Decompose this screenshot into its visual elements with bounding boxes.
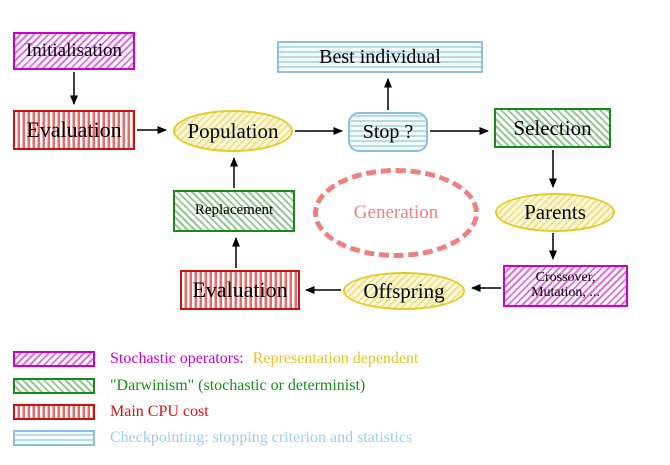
- node-parents: Parents: [495, 193, 615, 232]
- node-population: Population: [173, 110, 293, 152]
- node-crossover-line2: Mutation, ...: [531, 285, 600, 300]
- node-parents-label: Parents: [524, 200, 586, 225]
- node-initialisation-label: Initialisation: [25, 40, 123, 62]
- legend-label-cpu-cost: Main CPU cost: [110, 402, 209, 420]
- node-selection: Selection: [494, 108, 611, 148]
- node-offspring: Offspring: [343, 272, 465, 310]
- node-replacement: Replacement: [173, 190, 295, 232]
- generation-loop-ellipse: Generation: [313, 168, 479, 258]
- legend-row-darwinism: "Darwinism" (stochastic or determinist): [13, 377, 365, 394]
- node-selection-label: Selection: [513, 115, 592, 140]
- node-stop-label: Stop ?: [362, 120, 414, 143]
- legend-label-checkpointing: Checkpointing: stopping criterion and st…: [110, 428, 413, 446]
- legend-row-checkpointing: Checkpointing: stopping criterion and st…: [13, 429, 412, 446]
- legend-swatch-cyan-stripes: [13, 429, 95, 446]
- legend-label-representation: Representation dependent: [252, 349, 419, 367]
- node-best-individual-label: Best individual: [319, 45, 441, 68]
- node-population-label: Population: [187, 118, 279, 143]
- legend-swatch-red-stripes: [13, 403, 95, 420]
- node-evaluation-bottom: Evaluation: [180, 270, 300, 310]
- node-evaluation-top: Evaluation: [13, 110, 135, 150]
- node-crossover-mutation: Crossover, Mutation, ...: [503, 265, 628, 307]
- node-crossover-line1: Crossover,: [535, 270, 596, 286]
- node-evaluation-bottom-label: Evaluation: [192, 277, 288, 303]
- legend-text-stochastic: Stochastic operators: Representation depe…: [110, 350, 418, 368]
- legend-row-cpu-cost: Main CPU cost: [13, 403, 209, 420]
- node-stop: Stop ?: [348, 112, 428, 152]
- node-best-individual: Best individual: [277, 41, 483, 73]
- node-offspring-label: Offspring: [363, 278, 445, 303]
- generation-label: Generation: [353, 202, 439, 224]
- node-evaluation-top-label: Evaluation: [26, 117, 122, 143]
- legend-row-stochastic: Stochastic operators: Representation depe…: [13, 350, 418, 367]
- node-initialisation: Initialisation: [13, 32, 135, 70]
- node-replacement-label: Replacement: [194, 202, 274, 219]
- legend-swatch-magenta-hatch: [13, 350, 95, 367]
- legend-label-darwinism: "Darwinism" (stochastic or determinist): [110, 376, 366, 394]
- legend-label-stochastic: Stochastic operators:: [110, 349, 244, 367]
- legend-swatch-green-hatch: [13, 377, 95, 394]
